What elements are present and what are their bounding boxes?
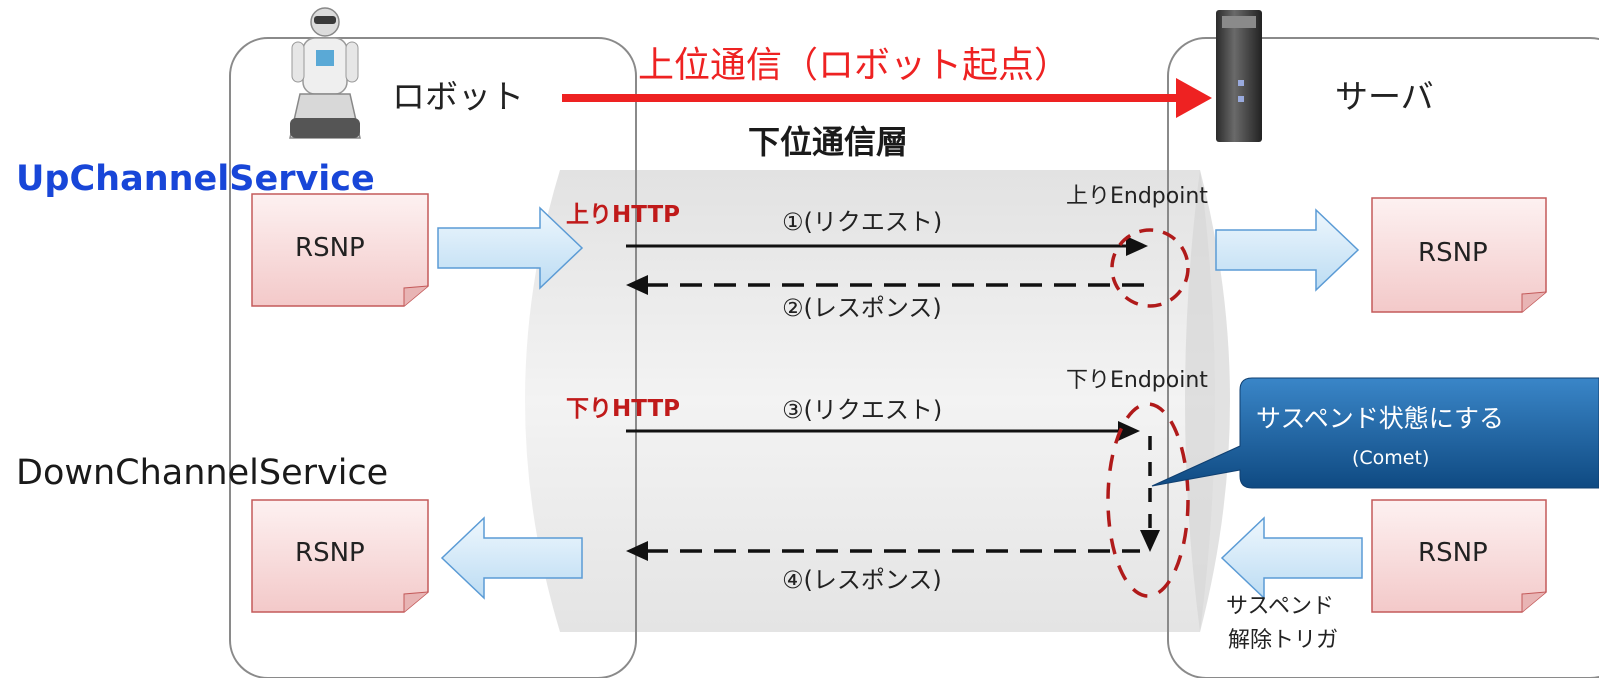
rsnp-label-robot-down: RSNP [295,538,365,568]
down-http-label: 下りHTTP [566,396,681,422]
msg-arrowhead-4 [626,541,648,561]
rsnp-label-robot-up: RSNP [295,233,365,263]
rsnp-doc-robot-up [251,193,429,307]
up-endpoint-ellipse [1110,228,1190,308]
callout-title: サスペンド状態にする [1256,404,1505,433]
down-endpoint-ellipse [1106,402,1190,598]
robot-icon [289,7,361,139]
up-channel-service-label: UpChannelService [16,159,375,199]
upper-comm-label: 上位通信（ロボット起点） [638,45,1071,86]
rsnp-label-server-down: RSNP [1418,538,1488,568]
block-arrow-server-out [1220,516,1363,600]
up-endpoint-label: 上りEndpoint [1066,184,1208,209]
suspend-release-label-line2: 解除トリガ [1228,628,1339,653]
message-label-3: ③(リクエスト) [782,396,943,424]
msg-arrowhead-3 [1118,421,1140,441]
callout-subtitle: (Comet) [1352,447,1430,469]
message-label-1: ①(リクエスト) [782,208,943,236]
down-channel-service-label: DownChannelService [16,453,389,493]
server-label: サーバ [1335,77,1434,116]
suspend-release-label-line1: サスペンド [1226,594,1335,619]
lower-layer-label: 下位通信層 [748,123,909,161]
message-label-4: ④(レスポンス) [782,566,942,594]
pipe-end-shade [1185,170,1230,632]
message-label-2: ②(レスポンス) [782,294,942,322]
server-icon [1216,10,1262,142]
msg-arrowhead-1 [1126,236,1148,256]
block-arrow-robot-in [440,516,583,600]
block-arrow-server-in [1215,208,1360,292]
down-endpoint-label: 下りEndpoint [1066,368,1208,393]
rsnp-doc-server-up [1371,197,1547,313]
rsnp-doc-server-down [1371,499,1547,613]
robot-label: ロボット [392,77,524,116]
up-http-label: 上りHTTP [566,202,681,228]
msg-arrowhead-2 [626,275,648,295]
rsnp-doc-robot-down [251,499,429,613]
block-arrow-robot-out [437,206,584,290]
suspend-callout [1151,377,1599,489]
upper-comm-arrowhead [1176,78,1212,118]
rsnp-label-server-up: RSNP [1418,238,1488,268]
suspend-wait-arrowhead [1140,530,1160,552]
